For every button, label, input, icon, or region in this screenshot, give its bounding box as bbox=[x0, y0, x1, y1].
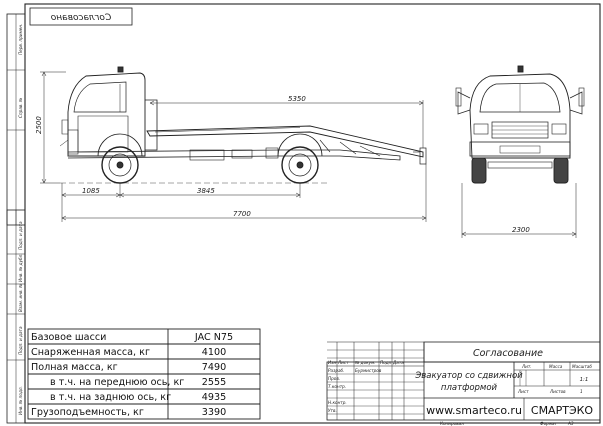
right-headlight bbox=[551, 123, 567, 135]
sheets-label: Листов bbox=[549, 389, 566, 394]
format-label: Формат bbox=[540, 421, 558, 426]
cab-outline bbox=[67, 72, 146, 157]
row-label-4: Н.контр. bbox=[328, 400, 347, 405]
spec-table-text: Базовое шасси JAC N75 Снаряженная масса,… bbox=[31, 332, 233, 418]
left-stamp-column: Перв. примен. Справ. № Подп. и дата Инв.… bbox=[6, 13, 26, 424]
drawing-title-line2: платформой bbox=[441, 383, 498, 393]
spec-label-5: Грузоподъемность, кг bbox=[31, 407, 144, 418]
chassis-frame bbox=[67, 149, 401, 161]
col-header-1: Лист bbox=[337, 360, 349, 365]
spec-value-1: 4100 bbox=[202, 347, 226, 358]
dim-height: 2500 bbox=[35, 116, 43, 134]
spec-table bbox=[27, 328, 261, 420]
lit-header: Лит. bbox=[521, 364, 532, 369]
spec-value-0: JAC N75 bbox=[194, 332, 233, 343]
dim-front-overhang: 1085 bbox=[82, 187, 100, 195]
side-label-5: Взам. инв. № bbox=[18, 283, 23, 312]
spec-label-4: в т.ч. на заднюю ось, кг bbox=[50, 392, 171, 403]
side-label-2: Справ. № bbox=[18, 97, 23, 118]
front-bumper bbox=[469, 141, 571, 157]
front-beacon bbox=[517, 65, 524, 73]
dim-platform-length: 5350 bbox=[288, 95, 306, 103]
side-label-3: Подп. и дата bbox=[18, 221, 23, 250]
drawing-title-line1: Эвакуатор со сдвижной bbox=[414, 371, 523, 381]
truck-side-view bbox=[59, 66, 427, 184]
sheets-value: 1 bbox=[580, 389, 583, 394]
top-stamp-text: Согласовано bbox=[50, 13, 111, 23]
spec-value-5: 3390 bbox=[202, 407, 226, 418]
grille bbox=[67, 129, 79, 155]
col-header-3: Подп. bbox=[380, 360, 393, 365]
copied-label: Копировал bbox=[440, 421, 464, 426]
spec-value-3: 2555 bbox=[202, 377, 226, 388]
truck-front-view bbox=[455, 65, 585, 184]
spec-label-0: Базовое шасси bbox=[31, 332, 106, 343]
left-mirror bbox=[457, 91, 471, 115]
left-headlight bbox=[473, 123, 489, 135]
side-view-dimension-labels: 2500 5350 1085 3845 7700 bbox=[35, 95, 306, 218]
spec-label-1: Снаряженная масса, кг bbox=[31, 347, 150, 358]
beacon-light bbox=[117, 66, 124, 73]
sheet-label: Лист bbox=[517, 389, 529, 394]
spec-value-2: 7490 bbox=[202, 362, 226, 373]
side-label-7: Инв. № подл. bbox=[18, 386, 23, 415]
website: www.smarteco.ru bbox=[426, 404, 522, 417]
row-label-5: Утв. bbox=[328, 408, 337, 413]
developer-name: Бурмистров bbox=[355, 368, 382, 373]
col-header-4: Дата bbox=[392, 360, 404, 365]
company-name: СМАРТЭКО bbox=[531, 404, 594, 417]
front-view-dimension bbox=[461, 183, 577, 238]
windshield bbox=[479, 82, 561, 113]
title-block bbox=[326, 341, 601, 421]
col-header-0: Изм bbox=[328, 360, 337, 365]
mass-header: Масса bbox=[549, 364, 563, 369]
spec-label-3: в т.ч. на переднюю ось, кг bbox=[50, 377, 184, 388]
scale-value: 1:1 bbox=[580, 377, 589, 383]
row-label-0: Разраб. bbox=[328, 368, 344, 373]
cab-window bbox=[73, 81, 127, 113]
side-label-6: Подп. и дата bbox=[18, 326, 23, 355]
format-value: А3 bbox=[567, 421, 574, 426]
right-mirror bbox=[569, 91, 583, 115]
spec-label-2: Полная масса, кг bbox=[31, 362, 118, 373]
dim-overall-width: 2300 bbox=[512, 226, 530, 234]
dim-wheelbase: 3845 bbox=[197, 187, 215, 195]
top-stamp: Согласовано bbox=[29, 7, 133, 26]
scale-header: Масштаб bbox=[572, 364, 592, 369]
row-label-1: Пров. bbox=[328, 376, 340, 381]
side-label-4: Инв. № дубл. bbox=[18, 253, 23, 282]
side-label-1: Перв. примен. bbox=[18, 24, 23, 55]
approval-label: Согласование bbox=[473, 348, 543, 359]
headboard bbox=[145, 99, 158, 151]
front-right-tire bbox=[553, 157, 569, 184]
side-view-dimensions bbox=[40, 71, 427, 222]
front-cab-outline bbox=[469, 73, 571, 159]
front-left-tire bbox=[471, 157, 487, 184]
platform bbox=[146, 125, 424, 158]
sheet-frame bbox=[24, 3, 601, 424]
title-block-text: Согласование Изм Лист № докум. Подп. Дат… bbox=[328, 348, 593, 426]
row-label-2: Т.контр. bbox=[328, 384, 346, 389]
spec-value-4: 4935 bbox=[202, 392, 226, 403]
dim-overall-length: 7700 bbox=[233, 210, 251, 218]
col-header-2: № докум. bbox=[354, 360, 376, 365]
